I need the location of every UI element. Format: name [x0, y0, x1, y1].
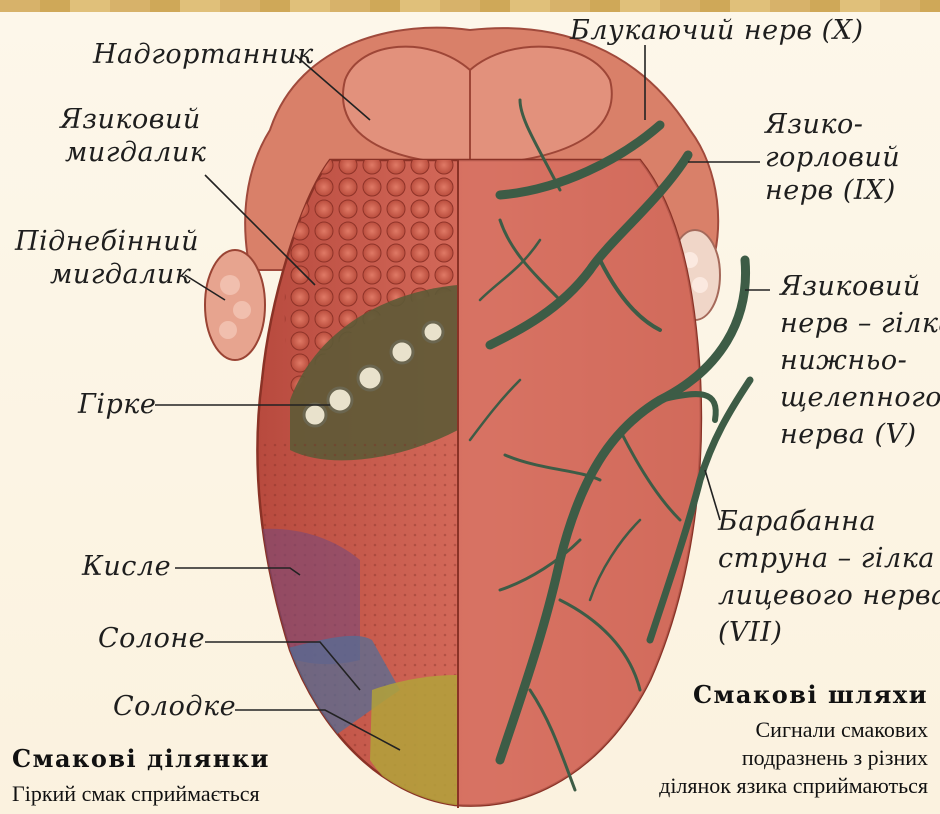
label-glossopharyngeal-line1: Язико- [765, 108, 900, 141]
label-lingual-nerve-line2: нерв – гілка [780, 305, 940, 342]
right-caption-title: Смакові шляхи [693, 680, 928, 709]
sweet-zone [370, 675, 458, 810]
right-caption-line3: ділянок язика сприймаються [659, 772, 928, 800]
label-lingual-tonsil: Язиковий мигдалик [60, 103, 206, 169]
label-salty: Солоне [98, 622, 205, 655]
label-chorda-tympani: Барабанна струна – гілка лицевого нерва … [718, 503, 940, 651]
label-vagus-nerve: Блукаючий нерв (X) [570, 14, 863, 47]
label-bitter: Гірке [78, 388, 156, 421]
label-lingual-tonsil-line2: мигдалик [60, 136, 206, 169]
label-lingual-nerve-line4: щелепного [780, 379, 940, 416]
label-chorda-tympani-line2: струна – гілка [718, 540, 940, 577]
label-palatine-tonsil-line1: Піднебінний [15, 225, 199, 258]
label-glossopharyngeal-nerve: Язико- горловий нерв (IX) [765, 108, 900, 207]
label-lingual-tonsil-line1: Язиковий [60, 103, 206, 136]
right-caption-line1: Сигнали смакових [659, 716, 928, 744]
label-lingual-nerve-line1: Язиковий [780, 268, 940, 305]
left-caption-title: Смакові ділянки [12, 744, 270, 773]
label-lingual-nerve: Язиковий нерв – гілка нижньо- щелепного … [780, 268, 940, 453]
label-lingual-nerve-line5: нерва (V) [780, 416, 940, 453]
label-sour: Кисле [82, 550, 171, 583]
label-palatine-tonsil: Піднебінний мигдалик [15, 225, 199, 291]
label-glossopharyngeal-line3: нерв (IX) [765, 174, 900, 207]
label-glossopharyngeal-line2: горловий [765, 141, 900, 174]
label-sweet: Солодке [113, 690, 236, 723]
label-chorda-tympani-line1: Барабанна [718, 503, 940, 540]
label-epiglottis: Надгортанник [93, 38, 314, 71]
label-palatine-tonsil-line2: мигдалик [15, 258, 199, 291]
label-chorda-tympani-line4: (VII) [718, 614, 940, 651]
label-chorda-tympani-line3: лицевого нерва [718, 577, 940, 614]
left-palatine-tonsil [205, 250, 265, 360]
left-caption-text: Гіркий смак сприймається [12, 780, 260, 808]
right-caption-line2: подразнень з різних [659, 744, 928, 772]
right-caption-text: Сигнали смакових подразнень з різних діл… [659, 716, 928, 800]
label-lingual-nerve-line3: нижньо- [780, 342, 940, 379]
